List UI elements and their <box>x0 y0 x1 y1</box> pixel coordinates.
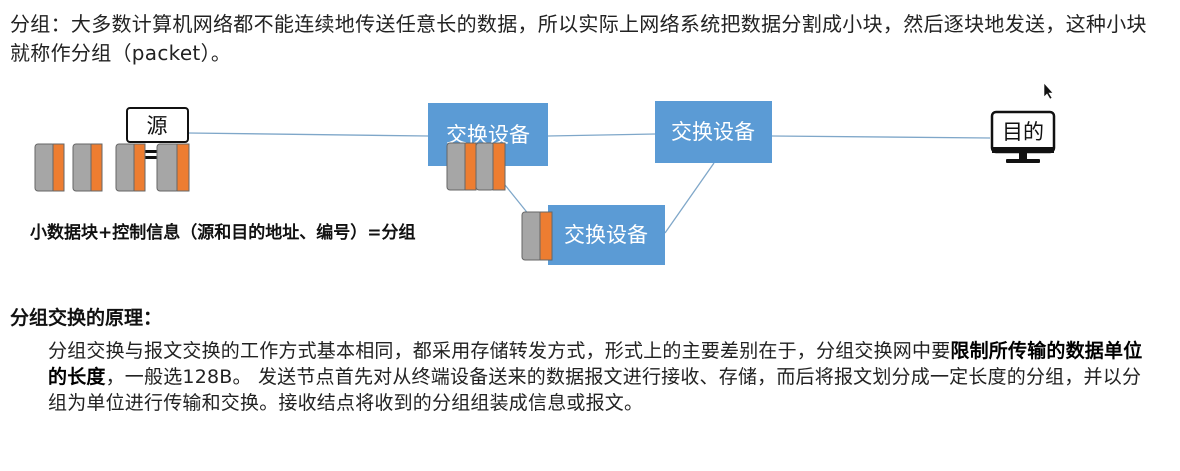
source-computer: 源 <box>126 107 189 159</box>
mouse-cursor-icon <box>1043 82 1054 100</box>
switch-label: 交换设备 <box>671 120 755 144</box>
packet-icon <box>475 142 506 191</box>
principle-text-after: ，一般选128B。 发送节点首先对从终端设备送来的数据报文进行接收、存储，而后将… <box>48 366 1142 414</box>
source-monitor <box>126 107 189 143</box>
source-label: 源 <box>147 114 168 138</box>
destination-label: 目的 <box>1002 120 1044 144</box>
switch-box <box>655 101 772 163</box>
principle-text-bold: 限制所传输的数据单位的长度 <box>48 340 1143 388</box>
principle-paragraph: 分组交换与报文交换的工作方式基本相同，都采用存储转发方式，形式上的主要差别在于，… <box>48 338 1148 416</box>
link-switch2-destination <box>771 135 991 139</box>
packet-icon <box>115 143 146 192</box>
packet-icon <box>521 211 553 261</box>
packet-switching-diagram: 源 交换设备 交换设备 交换设备 <box>34 82 1056 265</box>
packet-icon <box>72 143 103 192</box>
destination-monitor-chin <box>992 147 1054 153</box>
switch-device-3: 交换设备 <box>548 205 665 265</box>
source-stand <box>144 150 160 153</box>
intro-paragraph: 分组：大多数计算机网络都不能连续地传送任意长的数据，所以实际上网络系统把数据分割… <box>10 12 1147 65</box>
source-stand-base <box>144 156 160 159</box>
switch-box <box>548 205 665 265</box>
link-switch3-switch2 <box>664 162 715 234</box>
link-source-switch1 <box>187 132 429 137</box>
computer-monitor-icon: 目的 <box>990 110 1056 163</box>
switch-device-2: 交换设备 <box>655 101 772 163</box>
destination-stand <box>1019 153 1027 159</box>
packet-icon <box>156 143 190 192</box>
principle-text-before: 分组交换与报文交换的工作方式基本相同，都采用存储转发方式，形式上的主要差别在于，… <box>48 340 951 362</box>
packet-icon <box>34 143 65 192</box>
switch-label: 交换设备 <box>564 223 648 247</box>
packet-icon <box>446 142 477 191</box>
destination-stand-base <box>1006 159 1040 163</box>
section-title: 分组交换的原理： <box>10 307 163 329</box>
link-switch1-switch2 <box>547 133 656 137</box>
packet-caption: 小数据块+控制信息（源和目的地址、编号）=分组 <box>30 223 416 243</box>
